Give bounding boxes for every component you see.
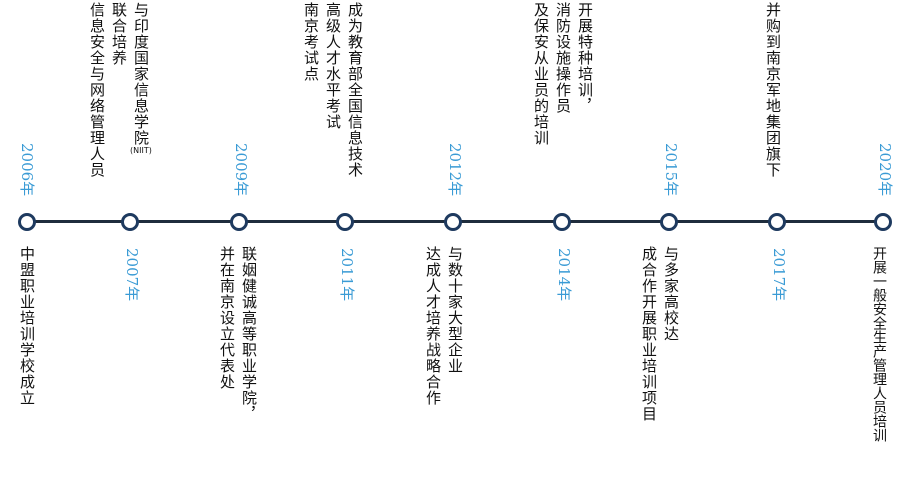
milestone-line: 高级人才水平考试 xyxy=(324,2,342,130)
timeline-node xyxy=(553,213,571,231)
timeline-node xyxy=(444,213,462,231)
milestone-text: 中盟职业培训学校成立 xyxy=(16,246,38,406)
year-label: 2011年 xyxy=(338,248,356,302)
milestone-line: 并在南京设立代表处 xyxy=(218,246,236,390)
milestone-line: 与多家高校达 xyxy=(662,246,680,342)
milestone-line: 南京考试点 xyxy=(302,2,320,82)
timeline-node xyxy=(121,213,139,231)
year-label: 2012年 xyxy=(446,143,464,197)
milestone-text: 成为教育部全国信息技术 高级人才水平考试 南京考试点 xyxy=(300,2,366,178)
milestone-text: 与数十家大型企业 达成人才培养战略合作 xyxy=(422,246,466,406)
milestone-line: 并购到南京军地集团旗下 xyxy=(764,2,782,178)
milestone-text: 联姻健诚高等职业学院， 并在南京设立代表处 xyxy=(216,246,260,422)
milestone-line: 联姻健诚高等职业学院， xyxy=(240,246,258,422)
year-label: 2015年 xyxy=(662,143,680,197)
milestone-text: 开展特种培训， 消防设施操作员 及保安从业员的培训 xyxy=(530,2,596,146)
milestone-line: 开展一般安全生产管理人员培训 xyxy=(871,246,887,442)
milestone-line: 达成人才培养战略合作 xyxy=(424,246,442,406)
year-label: 2017年 xyxy=(770,248,788,302)
milestone-note: (NIIT) xyxy=(130,146,152,155)
timeline-node xyxy=(660,213,678,231)
year-label: 2009年 xyxy=(232,143,250,197)
milestone-line: 中盟职业培训学校成立 xyxy=(18,246,36,406)
milestone-text: 与印度国家信息学院 (NIIT) 联合培养 信息安全与网络管理人员 xyxy=(86,2,152,178)
milestone-line: 与印度国家信息学院 xyxy=(132,2,150,146)
milestone-line: 开展特种培训， xyxy=(576,2,594,114)
year-label: 2014年 xyxy=(555,248,573,302)
timeline-node xyxy=(18,213,36,231)
timeline-node xyxy=(874,213,892,231)
timeline-node xyxy=(230,213,248,231)
year-label: 2007年 xyxy=(123,248,141,302)
milestone-line: 成合作开展职业培训项目 xyxy=(640,246,658,422)
milestone-line: 信息安全与网络管理人员 xyxy=(88,2,106,178)
milestone-line: 消防设施操作员 xyxy=(554,2,572,114)
milestone-text: 开展一般安全生产管理人员培训 xyxy=(868,246,889,442)
milestone-line: 联合培养 xyxy=(110,2,128,66)
milestone-line: 成为教育部全国信息技术 xyxy=(346,2,364,178)
milestone-text: 与多家高校达 成合作开展职业培训项目 xyxy=(638,246,682,422)
milestone-text: 并购到南京军地集团旗下 xyxy=(762,2,784,178)
year-label: 2006年 xyxy=(18,143,36,197)
milestone-line: 及保安从业员的培训 xyxy=(532,2,550,146)
timeline-node xyxy=(336,213,354,231)
timeline-node xyxy=(768,213,786,231)
year-label: 2020年 xyxy=(876,143,894,197)
milestone-line: 与数十家大型企业 xyxy=(446,246,464,374)
